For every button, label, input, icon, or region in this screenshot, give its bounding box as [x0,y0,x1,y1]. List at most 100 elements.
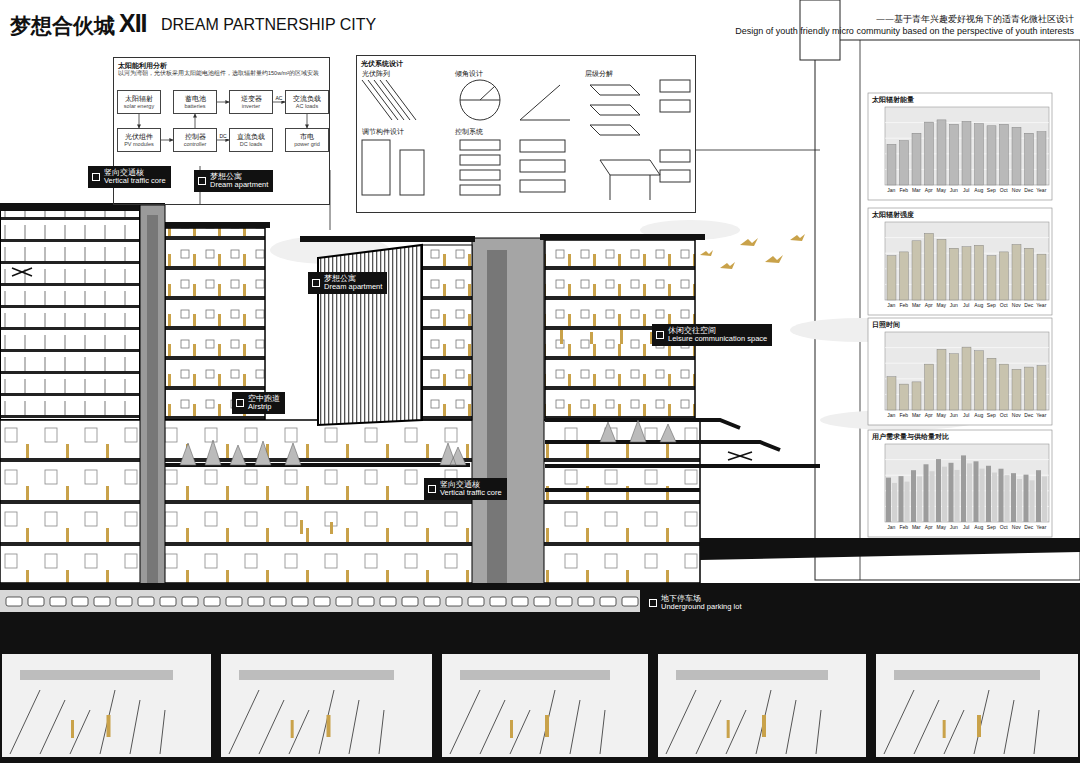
person-figure [762,715,766,737]
perspective-line [914,700,939,754]
demand-bar [961,455,966,522]
data-bar [950,248,959,300]
data-bar [937,349,946,410]
month-label: Year [1035,412,1048,418]
callout-tag: 竖向交通核Vertical traffic core [88,166,171,188]
parked-car [182,597,198,606]
supply-bar [942,467,947,522]
perspective-line [510,710,530,754]
parked-car [556,597,572,606]
node-heading: 梦想公寓 [210,172,268,181]
callout-tag: 地下停车场Underground parking lot [645,592,746,614]
perspective-line [130,700,140,754]
perspective-line [259,700,284,754]
month-label: Apr [923,187,936,193]
month-label: Year [1035,524,1048,530]
month-label: Oct [998,524,1011,530]
data-bar [1000,364,1009,410]
perspective-line [540,690,555,754]
data-bar [1037,132,1046,185]
node-subtext: PV modules [124,141,154,147]
sub-heading: 层级分解 [585,70,613,79]
perspective-frame [2,654,211,757]
flow-connector [217,140,229,141]
perspective-line [10,690,40,754]
node-heading: 梦想公寓 [324,274,382,283]
month-label: Oct [998,302,1011,308]
chart-plot [885,107,1049,185]
sub-heading: 调节构件设计 [362,128,404,137]
supply-bar [1030,480,1035,522]
parked-car [6,597,22,606]
grid-line [885,459,1049,460]
month-label: May [935,524,948,530]
month-label: Apr [923,524,936,530]
data-bar [1025,133,1034,185]
perspective-slab [894,670,1040,680]
month-label: Jul [960,524,973,530]
sub-heading: 倾角设计 [455,70,483,79]
perspective-line [100,690,115,754]
month-label: Mar [910,302,923,308]
person-figure [727,720,730,738]
month-label: Oct [998,187,1011,193]
month-label: Dec [1023,524,1036,530]
supply-bar [1005,475,1010,522]
data-bar [887,144,896,185]
parked-car [226,597,242,606]
month-label: Jan [885,302,898,308]
data-bar [925,122,934,185]
month-label: Oct [998,412,1011,418]
perspective-line [974,690,989,754]
month-label: Feb [898,412,911,418]
data-bar [912,382,921,410]
data-bar [937,239,946,300]
perspective-line [600,710,605,754]
node-heading: 竖向交通核 [104,168,166,177]
sub-heading: 控制系统 [455,128,483,137]
perspective-line [884,690,914,754]
demand-bar [1011,473,1016,522]
month-label: Aug [973,302,986,308]
node-heading: 光伏系统设计 [361,59,403,69]
data-bar [987,256,996,300]
perspective-line [756,690,771,754]
parked-car [446,597,462,606]
data-bar [1025,248,1034,300]
node-subtext: inverter [242,103,260,109]
node-heading: 地下停车场 [661,594,741,603]
parked-car [292,597,308,606]
month-label: Jun [948,524,961,530]
callout-tag: 竖向交通核Vertical traffic core [424,478,507,500]
month-label: Jan [885,187,898,193]
flow-connector [195,114,196,128]
parked-car [248,597,264,606]
data-bar [962,347,971,410]
chart-title: 太阳辐射强度 [872,211,914,220]
data-bar [1037,366,1046,410]
perspective-line [70,710,90,754]
perspective-line [666,690,696,754]
perspective-slab [20,670,173,680]
parked-car [402,597,418,606]
parked-car [336,597,352,606]
parked-car [490,597,506,606]
flow-box: 太阳辐射solar energy [117,90,161,114]
parked-car [160,597,176,606]
perspective-slab [239,670,394,680]
demand-bar [936,459,941,522]
flow-box: 交流负载AC loads [285,90,329,114]
node-subtext: Leisure communication space [668,335,767,344]
month-label: Feb [898,302,911,308]
edge-label: DC [218,133,227,139]
flow-box: 控制器controller [173,128,217,152]
parked-car [468,597,484,606]
parked-car [72,597,88,606]
data-bar [925,364,934,410]
chart-frame [868,208,1052,315]
perspective-line [40,700,65,754]
node-heading: 市电 [300,133,314,141]
month-label: Sep [985,412,998,418]
demand-bar [886,478,891,522]
